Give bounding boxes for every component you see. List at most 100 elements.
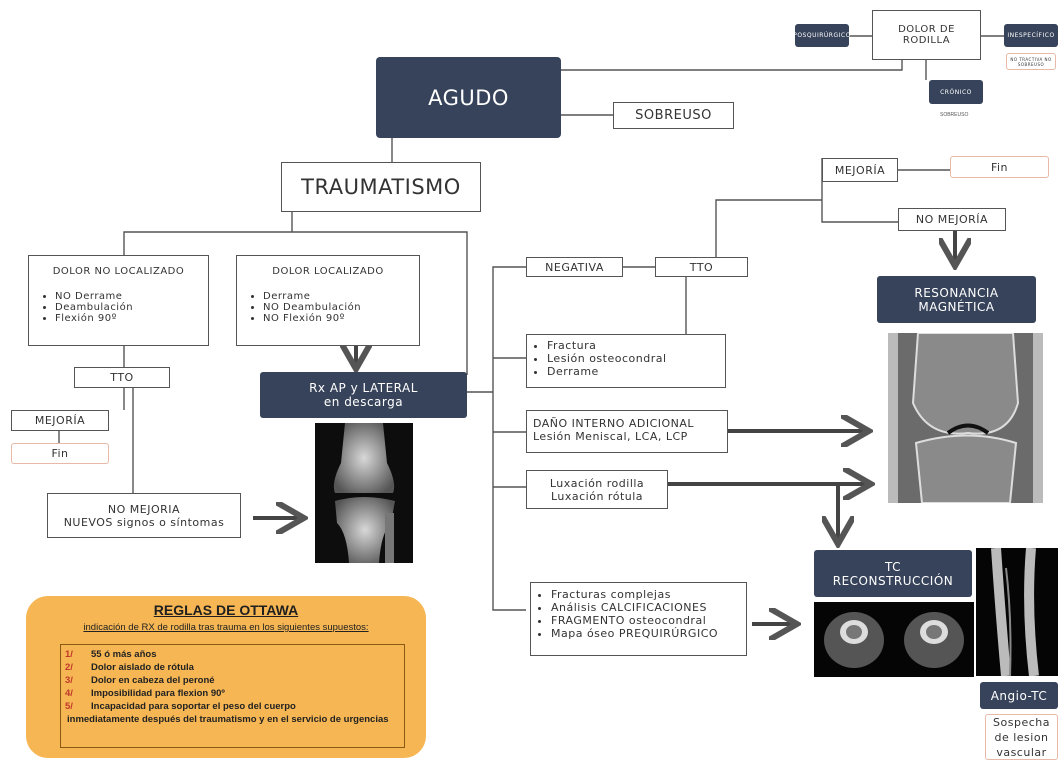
list-item: Lesión osteocondral [547, 352, 667, 365]
sospecha-line3: vascular [996, 745, 1047, 759]
rule-number: 1/ [65, 649, 73, 660]
fin-left-box[interactable]: Fin [11, 443, 109, 464]
posquirurgico-label: POSQUIRÚRGICO [793, 32, 851, 39]
sospecha-line1: Sospecha [993, 715, 1050, 729]
sospecha-box: Sospecha de lesion vascular [985, 714, 1058, 760]
list-item: FRAGMENTO osteocondral [551, 614, 718, 627]
dolor-no-localizado-title: DOLOR NO LOCALIZADO [52, 266, 185, 277]
tc-box[interactable]: TC RECONSTRUCCIÓN [814, 550, 972, 597]
luxacion-box[interactable]: Luxación rodilla Luxación rótula [526, 470, 668, 509]
cronico-box[interactable]: CRÓNICO [929, 80, 983, 104]
luxacion-line1: Luxación rodilla [549, 476, 645, 490]
rx-line2: en descarga [323, 395, 404, 409]
dolor-no-localizado-box[interactable]: DOLOR NO LOCALIZADO NO Derrame Deambulac… [28, 255, 209, 346]
tc-line2: RECONSTRUCCIÓN [832, 573, 954, 588]
rule-text: Dolor aislado de rótula [91, 662, 194, 673]
resonancia-line1: RESONANCIA [914, 285, 999, 300]
ottawa-rule-5-continuation: inmediatamente después del traumatismo y… [67, 714, 389, 725]
list-item: Derrame [547, 365, 667, 378]
dano-interno-box[interactable]: DAÑO INTERNO ADICIONAL Lesión Meniscal, … [526, 410, 728, 453]
fin-right-box[interactable]: Fin [950, 156, 1049, 178]
resonancia-box[interactable]: RESONANCIA MAGNÉTICA [877, 276, 1036, 323]
tto-left-label: TTO [110, 371, 134, 384]
rule-number: 4/ [65, 688, 73, 699]
mejoria-left-label: MEJORÍA [34, 414, 86, 427]
no-mejoria-right-box[interactable]: NO MEJORÍA [898, 208, 1006, 231]
angio-tc-label: Angio-TC [990, 688, 1048, 703]
luxacion-line2: Luxación rótula [550, 489, 644, 503]
ottawa-subtitle: indicación de RX de rodilla tras trauma … [83, 622, 369, 633]
tto-right-label: TTO [689, 260, 714, 274]
list-item: NO Deambulación [263, 302, 419, 313]
rule-number: 5/ [65, 701, 73, 712]
rule-number: 3/ [65, 675, 73, 686]
negativa-label: NEGATIVA [545, 260, 604, 274]
traumatismo-box[interactable]: TRAUMATISMO [281, 162, 481, 212]
complejas-box[interactable]: Fracturas complejas Análisis CALCIFICACI… [530, 582, 747, 656]
negativa-box[interactable]: NEGATIVA [526, 257, 623, 277]
rx-box[interactable]: Rx AP y LATERAL en descarga [260, 372, 467, 418]
list-item: Mapa óseo PREQUIRÚRGICO [551, 627, 718, 640]
ct-axial-graphic [814, 602, 974, 677]
list-item: Fracturas complejas [551, 588, 718, 601]
agudo-label: AGUDO [428, 85, 509, 110]
mejoria-right-label: MEJORÍA [834, 163, 886, 177]
xray-knee-image [315, 423, 413, 563]
hallazgos-box[interactable]: Fractura Lesión osteocondral Derrame [526, 334, 726, 388]
tto-left-box[interactable]: TTO [74, 367, 170, 388]
nuevos-signos-label: NUEVOS signos o síntomas [63, 515, 225, 529]
mri-knee-image [888, 333, 1043, 503]
ottawa-title: REGLAS DE OTTAWA [153, 602, 299, 618]
dolor-localizado-box[interactable]: DOLOR LOCALIZADO Derrame NO Deambulación… [236, 255, 420, 346]
inespecifico-label: INESPECÍFICO [1007, 32, 1055, 39]
agudo-box[interactable]: AGUDO [376, 57, 561, 138]
ottawa-rule-2: 2/Dolor aislado de rótula [65, 661, 404, 674]
rule-number: 2/ [65, 662, 73, 673]
mejoria-right-box[interactable]: MEJORÍA [822, 158, 898, 182]
tc-line1: TC [884, 559, 901, 574]
no-mejoria-left-box[interactable]: NO MEJORIA NUEVOS signos o síntomas [47, 493, 241, 538]
posquirurgico-box[interactable]: POSQUIRÚRGICO [793, 24, 851, 47]
sobreuso-box[interactable]: SOBREUSO [613, 102, 734, 129]
sospecha-line2: de lesion [994, 730, 1049, 744]
fin-left-label: Fin [51, 447, 69, 460]
list-item: Deambulación [55, 302, 208, 313]
angio-tc-box[interactable]: Angio-TC [980, 682, 1058, 709]
tto-right-box[interactable]: TTO [655, 257, 748, 277]
angio-graphic [976, 548, 1058, 676]
dano-line2: Lesión Meniscal, LCA, LCP [533, 430, 688, 443]
fin-right-label: Fin [990, 160, 1009, 174]
list-item: Flexión 90º [55, 313, 208, 324]
list-item: NO Derrame [55, 291, 208, 302]
resonancia-line2: MAGNÉTICA [918, 299, 995, 314]
rule-text: Incapacidad para soportar el peso del cu… [91, 701, 296, 712]
sobreuso-label: SOBREUSO [635, 108, 712, 123]
cronico-note: SOBREUSO [940, 112, 969, 118]
inespecifico-box[interactable]: INESPECÍFICO [1004, 24, 1058, 47]
inespecifico-note: NO TRACTIVA NO SOBREUSO [1006, 53, 1056, 70]
angio-image [976, 548, 1058, 676]
dolor-rodilla-box[interactable]: DOLOR DE RODILLA [872, 10, 981, 60]
cronico-label: CRÓNICO [940, 88, 972, 96]
rule-text: 55 ó más años [91, 649, 157, 660]
list-item: Derrame [263, 291, 419, 302]
ct-axial-image [814, 602, 974, 677]
traumatismo-label: TRAUMATISMO [301, 175, 461, 199]
ottawa-panel: REGLAS DE OTTAWA indicación de RX de rod… [26, 596, 426, 758]
no-mejoria-left-label: NO MEJORIA [107, 502, 181, 516]
mri-knee-graphic [888, 333, 1043, 503]
ottawa-rules-box: 1/55 ó más años 2/Dolor aislado de rótul… [60, 644, 405, 748]
rule-text: Dolor en cabeza del peroné [91, 675, 215, 686]
ottawa-rule-5: 5/Incapacidad para soportar el peso del … [65, 700, 404, 713]
dolor-localizado-title: DOLOR LOCALIZADO [272, 266, 384, 277]
rx-line1: Rx AP y LATERAL [309, 381, 418, 395]
ottawa-rule-3: 3/Dolor en cabeza del peroné [65, 674, 404, 687]
list-item: NO Flexión 90º [263, 313, 419, 324]
rule-text: Imposibilidad para flexion 90º [91, 688, 225, 699]
no-mejoria-right-label: NO MEJORÍA [915, 213, 989, 226]
mejoria-left-box[interactable]: MEJORÍA [11, 410, 109, 431]
ottawa-rule-4: 4/Imposibilidad para flexion 90º [65, 687, 404, 700]
dolor-rodilla-label: DOLOR DE RODILLA [898, 24, 955, 46]
dano-line1: DAÑO INTERNO ADICIONAL [533, 417, 695, 430]
